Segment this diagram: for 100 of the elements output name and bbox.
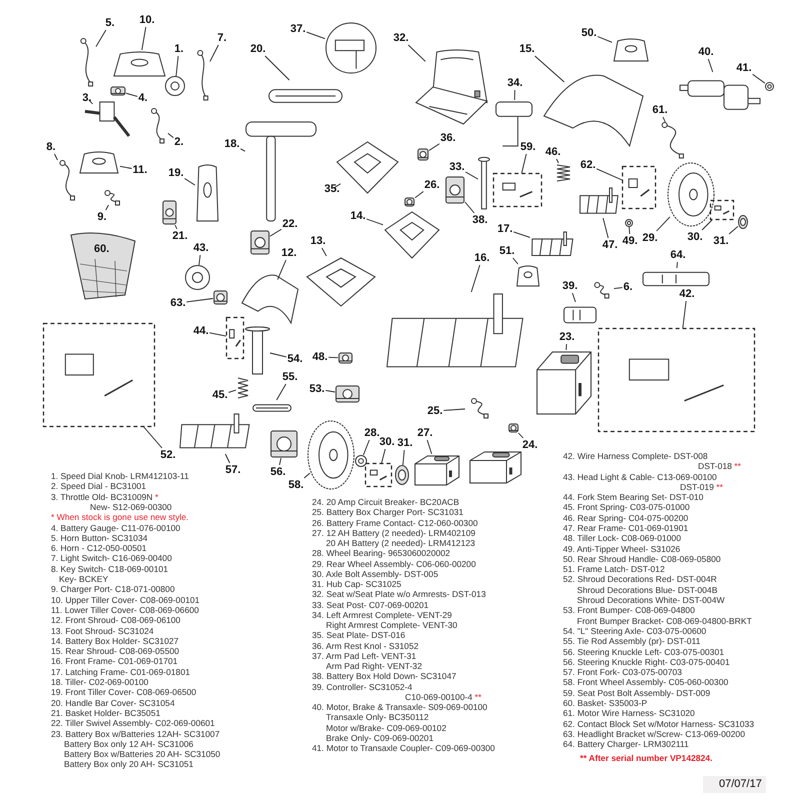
leader-line (470, 264, 480, 292)
leader-line (143, 426, 162, 448)
leader-line (702, 220, 712, 230)
parts-list-entry: 40. Motor, Brake & Transaxle- S09-069-00100 (312, 702, 488, 712)
parts-list-entry: 62. Contact Block Set w/Motor Harness- SC31033 (563, 718, 754, 729)
leader-line (597, 36, 612, 43)
leader-line (676, 262, 678, 268)
callout-number: 4. (138, 92, 148, 104)
throttle-drawing (83, 100, 131, 138)
callout-number: 30. (687, 231, 703, 243)
callout-number: 42. (679, 288, 695, 300)
part-drawing (404, 197, 415, 207)
parts-list-entry: 54. "L" Steering Axle- C03-075-00600 (563, 626, 706, 636)
leader-line (277, 260, 286, 280)
parts-list-entry: Battery Box only 12 AH- SC31006 (64, 738, 194, 749)
leader-line (513, 231, 530, 238)
parts-list-entry: 58. Front Wheel Assembly- C05-060-00300 (563, 677, 728, 688)
parts-list-entry: 14. Battery Box Holder- SC31027 (51, 636, 179, 646)
callout-number: 20. (250, 43, 266, 55)
parts-list-entry: 6. Horn - C12-050-00501 (51, 543, 147, 554)
leader-line (88, 100, 94, 104)
callout-number: 23. (559, 331, 575, 343)
callout-number: 55. (282, 371, 298, 383)
footnote: ** After serial number VP142824. (580, 753, 712, 763)
parts-list-entry: * When stock is gone use new style. (51, 512, 189, 522)
callout-number: 38. (472, 214, 488, 226)
parts-list-entry: 27. 12 AH Battery (2 needed)- LRM402109 (312, 528, 476, 538)
parts-list-entry: 23. Battery Box w/Batteries 12AH- SC31007 (51, 728, 220, 738)
parts-list-entry: 51. Frame Latch- DST-012 (563, 564, 665, 574)
parts-list-entry: 15. Rear Shroud- C08-069-05500 (51, 646, 180, 656)
cover-drawing (78, 150, 120, 175)
callout-number: 12. (281, 247, 297, 259)
parts-list-entry: 5. Horn Button- SC31034 (51, 532, 148, 543)
detail-circle-drawing (325, 22, 377, 74)
date-stamp: 07/07/17 (703, 776, 766, 793)
leader-line (518, 432, 524, 438)
parts-list-entry: 11. Lower Tiller Cover- C08-069-06600 (51, 604, 199, 615)
parts-list-entry: 56. Steering Knuckle Right- C03-075-00401 (563, 656, 730, 667)
callout-number: 61. (652, 104, 668, 116)
wheel-drawing (307, 420, 355, 490)
parts-list-entry: 30. Axle Bolt Assembly- DST-005 (312, 568, 438, 579)
parts-list-entry: 44. Fork Stem Bearing Set- DST-010 (563, 492, 704, 502)
post-drawing (478, 155, 490, 210)
leader-line (120, 166, 132, 169)
cable-drawing (78, 38, 96, 86)
parts-list-entry: 21. Basket Holder- BC35051 (51, 708, 160, 718)
callout-number: 31. (397, 437, 413, 449)
parts-list-entry: 39. Controller- SC31052-4 (312, 682, 412, 692)
dashed-group-box (493, 173, 542, 207)
parts-list-entry: 22. Tiller Swivel Assembly- C02-069-00601 (51, 718, 215, 728)
callout-number: 43. (193, 242, 209, 254)
callout-number: 29. (642, 232, 658, 244)
leader-line (304, 472, 310, 478)
parts-list-entry: 3. Throttle Old- BC31009N * (51, 492, 158, 502)
knob-drawing (625, 219, 633, 227)
leader-line (126, 92, 138, 97)
part-drawing (445, 176, 465, 204)
leader-line (184, 178, 196, 186)
leader-line (96, 30, 106, 48)
parts-list-entry: 9. Charger Port- C18-071-00800 (51, 584, 175, 594)
parts-list-entry: 8. Key Switch- C18-069-00101 (51, 564, 168, 574)
parts-list-entry: 16. Front Frame- C01-069-01701 (51, 656, 178, 666)
leader-line (682, 300, 687, 328)
leader-line (141, 26, 146, 50)
leader-line (572, 292, 576, 302)
callout-number: 60. (94, 243, 110, 255)
part-drawing (270, 430, 298, 458)
leader-line (628, 226, 630, 234)
leader-line (334, 183, 342, 188)
leader-line (362, 440, 370, 456)
cover-drawing (195, 163, 220, 223)
part-drawing (213, 290, 228, 305)
leader-line (321, 248, 327, 256)
callout-number: 6. (623, 281, 633, 293)
leader-line (176, 56, 179, 76)
callout-number: 64. (670, 249, 686, 261)
parts-list-entry: 52. Shroud Decorations Red- DST-004R (563, 574, 717, 584)
callout-number: 2. (174, 136, 184, 148)
leader-line (614, 287, 623, 290)
callout-number: 58. (288, 479, 304, 491)
callout-number: 59. (520, 141, 536, 153)
parts-list-entry: New- S12-069-00300 (90, 502, 172, 512)
hub-cap-drawing (738, 215, 748, 229)
parts-list-entry: Brake Only- C09-069-00201 (326, 732, 434, 743)
hub-cap-drawing (395, 465, 409, 485)
leader-line (656, 216, 670, 232)
callout-number: 5. (105, 17, 115, 29)
callout-number: 49. (622, 235, 638, 247)
callout-number: 15. (519, 43, 535, 55)
parts-list-entry: 13. Foot Shroud- SC31024 (51, 626, 154, 636)
leader-line (366, 218, 384, 226)
parts-list-entry: 25. Battery Box Charger Port- SC31031 (312, 507, 464, 518)
callout-number: 34. (507, 77, 523, 89)
leader-line (708, 58, 714, 72)
parts-list-entry: 10. Upper Tiller Cover- C08-069-00101 (51, 594, 200, 605)
parts-list-entry: 17. Latching Frame- C01-069-01801 (51, 666, 190, 677)
leader-line (240, 148, 246, 152)
leader-line (443, 408, 466, 411)
callout-number: 27. (417, 427, 433, 439)
parts-list-entry: Shroud Decorations Blue- DST-004B (577, 584, 718, 595)
